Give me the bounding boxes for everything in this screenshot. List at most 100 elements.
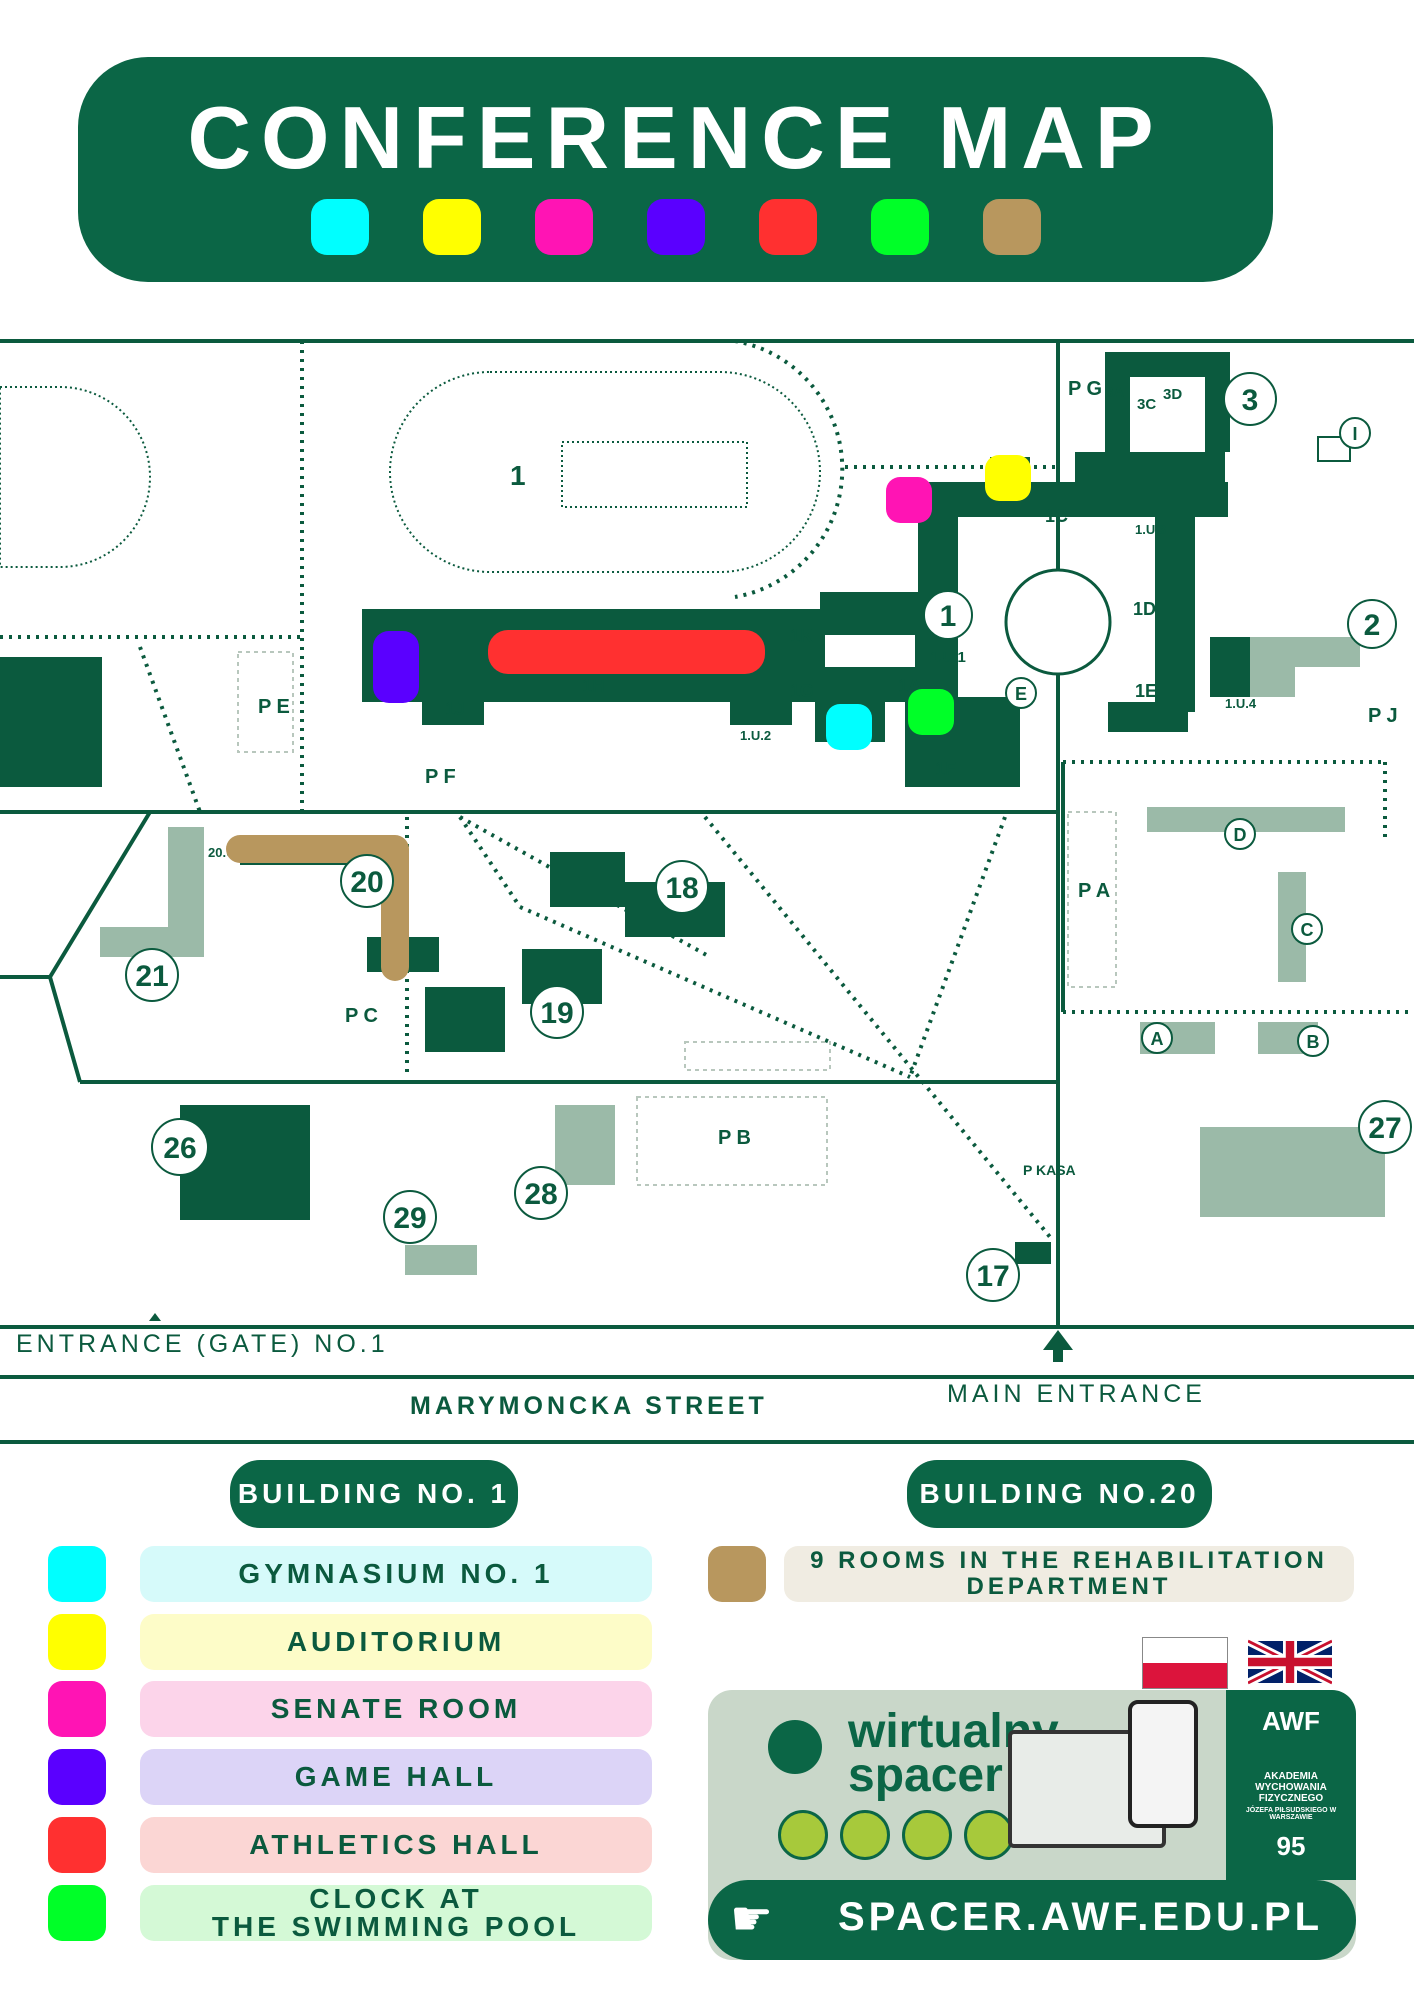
marker-gymnasium [826, 704, 872, 750]
building-2-c [1280, 637, 1360, 667]
hatched-area [684, 1041, 831, 1071]
parking-e-area [237, 651, 294, 753]
legend-label-line-1: 9 ROOMS IN THE REHABILITATION [810, 1547, 1328, 1574]
parking-a: P A [1078, 880, 1110, 902]
svg-text:21: 21 [135, 960, 168, 993]
legend-label: ATHLETICS HALL [140, 1817, 652, 1873]
label-1b: 1B [995, 499, 1018, 519]
legend-title-building-1: BUILDING NO. 1 [230, 1460, 518, 1528]
label-1h: 1H [582, 676, 605, 696]
main-entrance-label: MAIN ENTRANCE [947, 1380, 1206, 1408]
svg-text:19: 19 [540, 997, 573, 1030]
building-3-left [1105, 352, 1130, 452]
awf-logo: AWF [1262, 1706, 1320, 1736]
cafe-pin-icon [964, 1810, 1014, 1860]
building-number-27: 27 [1358, 1100, 1412, 1154]
roundabout [1004, 568, 1112, 676]
svg-text:27: 27 [1368, 1112, 1401, 1145]
building-number-20: 20 [340, 854, 394, 908]
uk-flag-icon[interactable] [1246, 1637, 1334, 1687]
label-1c: 1C [1045, 506, 1068, 526]
svg-text:29: 29 [393, 1202, 426, 1235]
label-3c: 3C [1137, 396, 1156, 413]
label-building-1-stadium: 1 [510, 460, 526, 491]
building-number-3: 3 [1223, 372, 1277, 426]
legend-label: AUDITORIUM [140, 1614, 652, 1670]
svg-text:28: 28 [524, 1178, 557, 1211]
stadium-pin-icon [778, 1810, 828, 1860]
legend-title-building-20: BUILDING NO.20 [907, 1460, 1212, 1528]
zone-i [1339, 417, 1371, 449]
swatch-athletics-hall [758, 199, 817, 255]
building-1u3 [1075, 452, 1225, 482]
label-1f: 1F [935, 759, 956, 779]
legend-label: CLOCK AT THE SWIMMING POOL [140, 1885, 652, 1941]
swatch-rehabilitation [982, 199, 1041, 255]
legend-swatch [708, 1546, 766, 1602]
dotted-path-7 [703, 815, 1052, 1239]
label-3d: 3D [1163, 386, 1182, 403]
zone-a-label: A [1151, 1029, 1164, 1049]
svg-text:17: 17 [976, 1260, 1009, 1293]
awf-brand-name: AKADEMIA WYCHOWANIA FIZYCZNEGO [1255, 1771, 1327, 1804]
building-number-26: 26 [151, 1118, 209, 1176]
building-28 [555, 1105, 615, 1185]
building-left-block [0, 657, 102, 787]
legend-swatch [48, 1749, 106, 1805]
parking-c: P C [345, 1005, 378, 1027]
legend-swatch [48, 1546, 106, 1602]
building-number-21: 21 [125, 948, 179, 1002]
svg-text:20: 20 [350, 866, 383, 899]
swatch-game-hall [646, 199, 705, 255]
virtual-tour-banner[interactable]: wirtualny spacer AWF AKADEMIA WYCHOWANIA… [708, 1690, 1356, 1960]
dotted-path-4 [459, 815, 711, 959]
dotted-path-5 [458, 815, 522, 909]
legend-swatch [48, 1885, 106, 1941]
label-1u3: 1.U.3 [1135, 522, 1166, 537]
label-1d: 1D [1133, 599, 1156, 619]
page-title: CONFERENCE MAP [187, 88, 1164, 187]
entrance-gate-label: ENTRANCE (GATE) NO.1 [16, 1330, 389, 1358]
auditorium-pin-icon [902, 1810, 952, 1860]
marker-auditorium [985, 455, 1031, 501]
virtual-tour-url[interactable]: SPACER.AWF.EDU.PL [838, 1895, 1324, 1939]
parking-a-area [1067, 811, 1117, 988]
phone-image [1128, 1700, 1198, 1828]
svg-text:3: 3 [1242, 384, 1259, 417]
stadium-field [561, 441, 748, 508]
legend-label: 9 ROOMS IN THE REHABILITATION DEPARTMENT [784, 1546, 1354, 1602]
parking-f: P F [425, 766, 456, 788]
color-swatches [78, 199, 1273, 255]
zone-d [1224, 818, 1256, 850]
legend-label: GYMNASIUM NO. 1 [140, 1546, 652, 1602]
marker-rehabilitation [226, 835, 409, 981]
svg-text:26: 26 [163, 1132, 196, 1165]
location-pin-icon [840, 1810, 890, 1860]
building-number-28: 28 [514, 1166, 568, 1220]
marker-swimming-pool-clock [908, 689, 954, 735]
svg-text:1: 1 [940, 600, 957, 633]
dotted-path-8 [908, 816, 1007, 1078]
building-19-a [425, 987, 505, 1052]
parking-e: P E [258, 696, 290, 718]
awf-anniversary-badge: 95 [1276, 1831, 1306, 1861]
zone-b-label: B [1307, 1032, 1320, 1052]
street-name: MARYMONCKA STREET [410, 1392, 768, 1420]
label-1u2: 1.U.2 [740, 728, 771, 743]
pointing-hand-icon: ☛ [730, 1893, 774, 1946]
navigation-compass-icon [768, 1720, 822, 1774]
polish-flag-icon[interactable] [1142, 1637, 1228, 1689]
zone-b [1297, 1025, 1329, 1057]
virtual-tour-link-bar[interactable]: ☛ SPACER.AWF.EDU.PL [708, 1880, 1356, 1960]
stadium-outer-path [734, 339, 845, 599]
label-1u4: 1.U.4 [1225, 696, 1257, 711]
building-29 [405, 1245, 477, 1275]
svg-text:18: 18 [665, 872, 698, 905]
marker-senate-room [886, 477, 932, 523]
building-1e [1108, 702, 1188, 732]
building-1d [1155, 482, 1195, 712]
gate-arrow [149, 1313, 161, 1321]
main-entrance-arrow [1043, 1330, 1073, 1362]
legend-swatch [48, 1614, 106, 1670]
